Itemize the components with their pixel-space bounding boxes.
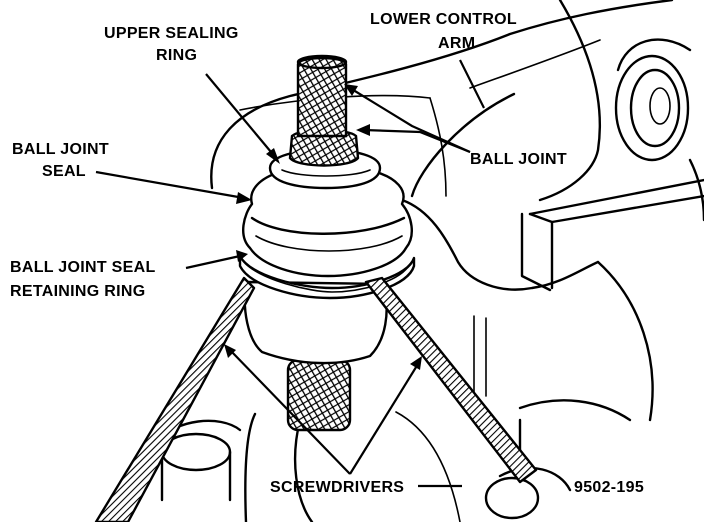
label-screwdrivers: SCREWDRIVERS [270,479,404,496]
label-ball-joint-seal: BALL JOINT [12,141,109,158]
ball-joint [238,54,416,432]
callout-labels: UPPER SEALING RING LOWER CONTROL ARM BAL… [10,11,644,496]
label-lower-control-arm: LOWER CONTROL [370,11,517,28]
screwdrivers [94,276,538,522]
label-retaining-ring-2: RETAINING RING [10,283,145,300]
label-upper-sealing-ring-2: RING [156,47,197,64]
label-retaining-ring: BALL JOINT SEAL [10,259,156,276]
label-ball-joint-seal-2: SEAL [42,163,86,180]
threaded-stud [296,56,348,138]
leader-lines [95,59,485,488]
label-ball-joint: BALL JOINT [470,151,567,168]
left-screwdriver [94,276,256,522]
label-lower-control-arm-2: ARM [438,35,475,52]
label-upper-sealing-ring: UPPER SEALING [104,25,239,42]
arm-bushing [614,38,704,222]
right-screwdriver [364,276,538,484]
figure-id: 9502-195 [574,479,644,496]
ball-joint-seal-boot [242,170,413,278]
